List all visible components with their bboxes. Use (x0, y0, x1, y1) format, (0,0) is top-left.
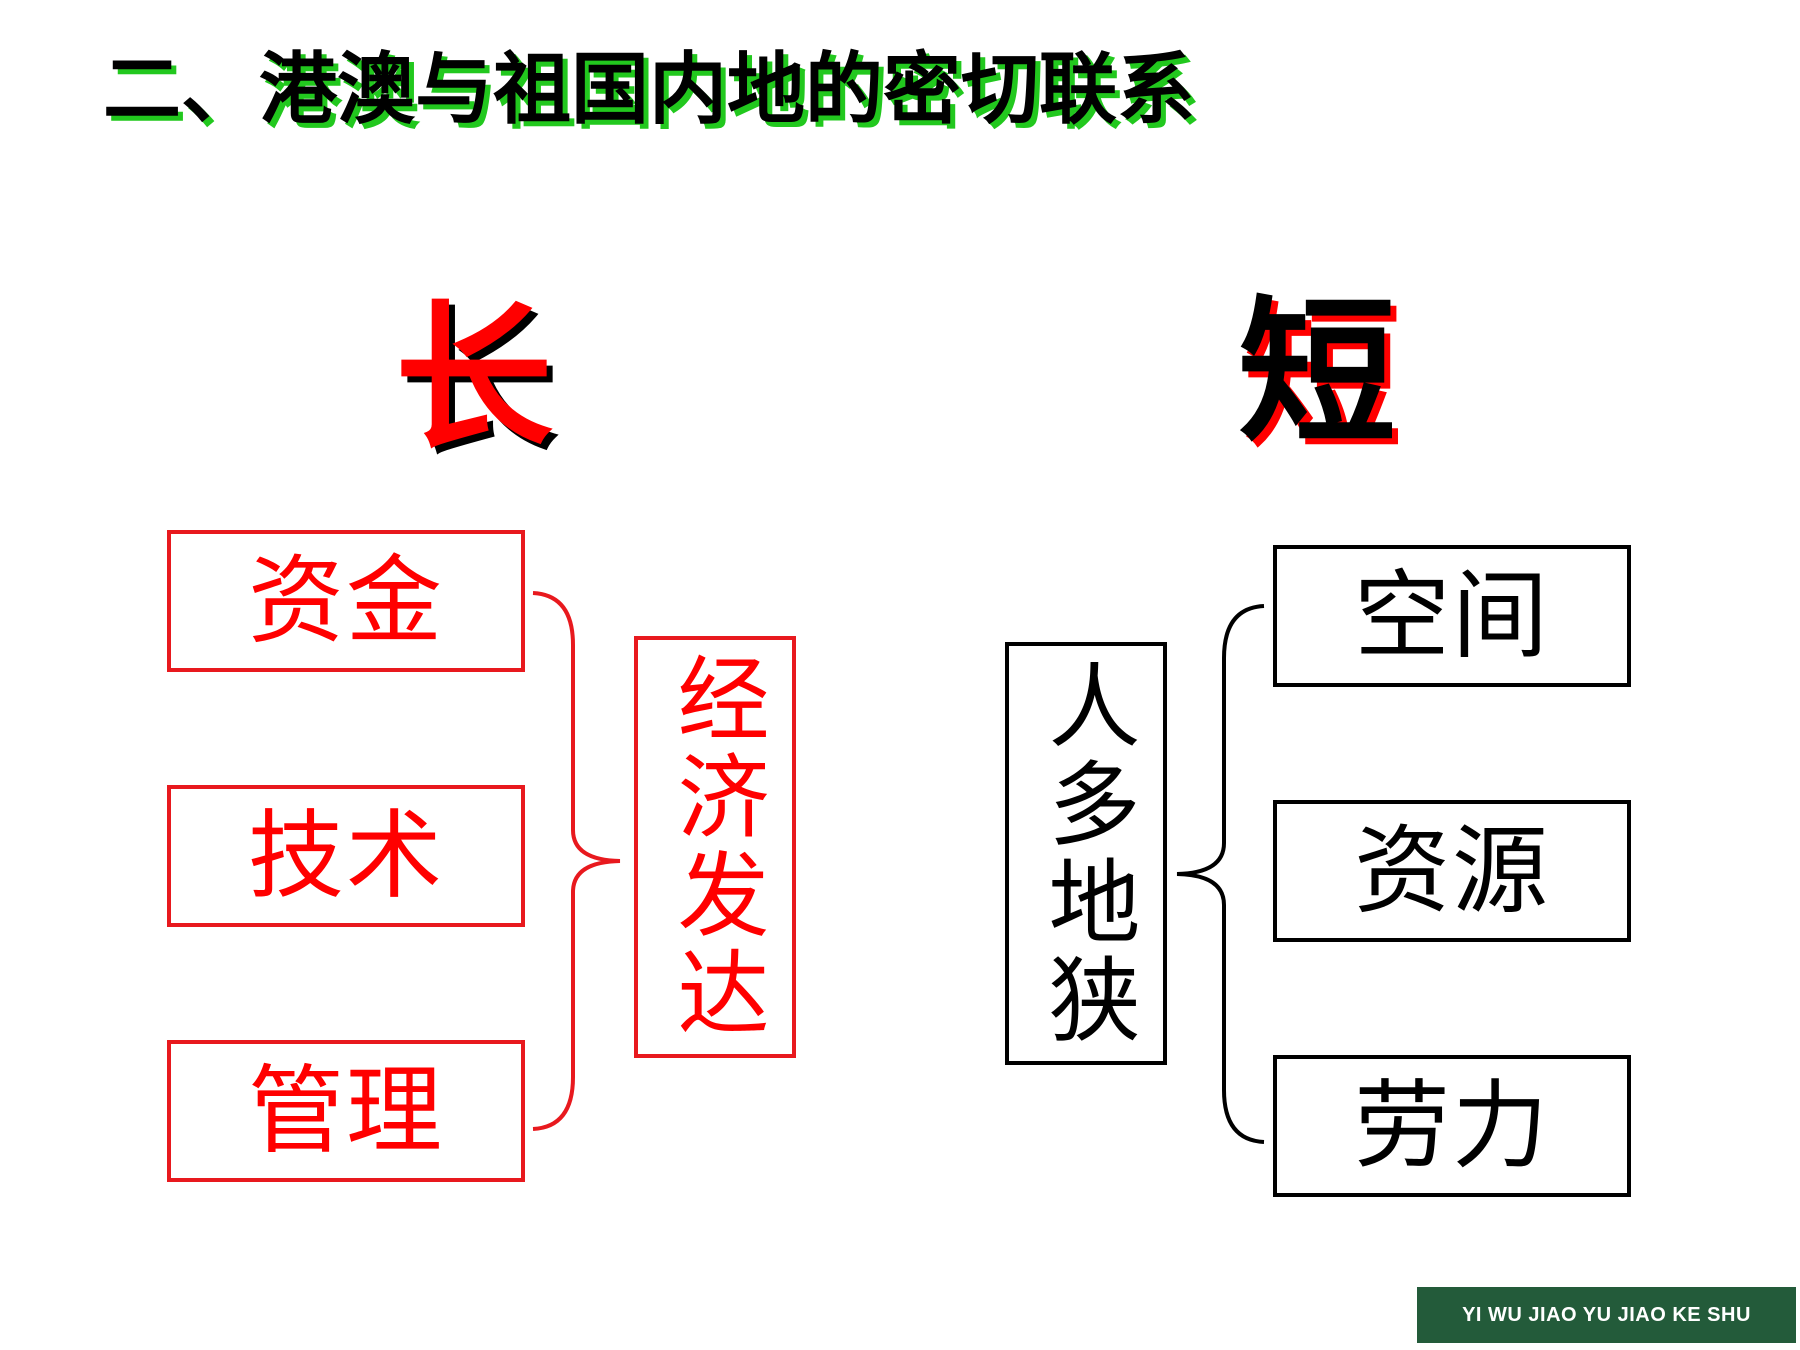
weakness-cause-label: 人多地狭 (1033, 657, 1140, 1050)
weaknesses-heading: 短 (1238, 282, 1396, 466)
weakness-label-labor: 劳力 (1354, 1070, 1550, 1182)
weakness-box-space: 空间 (1273, 545, 1631, 687)
strength-box-funds: 资金 (167, 530, 525, 672)
strength-label-funds: 资金 (248, 545, 444, 657)
strength-label-management: 管理 (248, 1055, 444, 1167)
strength-label-technology: 技术 (248, 800, 444, 912)
strengths-heading: 长 (395, 287, 553, 471)
strengths-brace (532, 591, 621, 1131)
slide-title: 二、港澳与祖国内地的密切联系 (103, 45, 1196, 135)
weakness-cause-box: 人多地狭 (1005, 642, 1167, 1065)
weakness-label-space: 空间 (1354, 560, 1550, 672)
strength-box-technology: 技术 (167, 785, 525, 927)
strength-result-label: 经济发达 (662, 651, 769, 1043)
weakness-box-resources: 资源 (1273, 800, 1631, 942)
strength-result-box: 经济发达 (634, 636, 796, 1058)
weakness-box-labor: 劳力 (1273, 1055, 1631, 1197)
strength-box-management: 管理 (167, 1040, 525, 1182)
footer-badge: YI WU JIAO YU JIAO KE SHU (1417, 1287, 1796, 1343)
weakness-label-resources: 资源 (1354, 815, 1550, 927)
weaknesses-brace (1176, 604, 1265, 1144)
